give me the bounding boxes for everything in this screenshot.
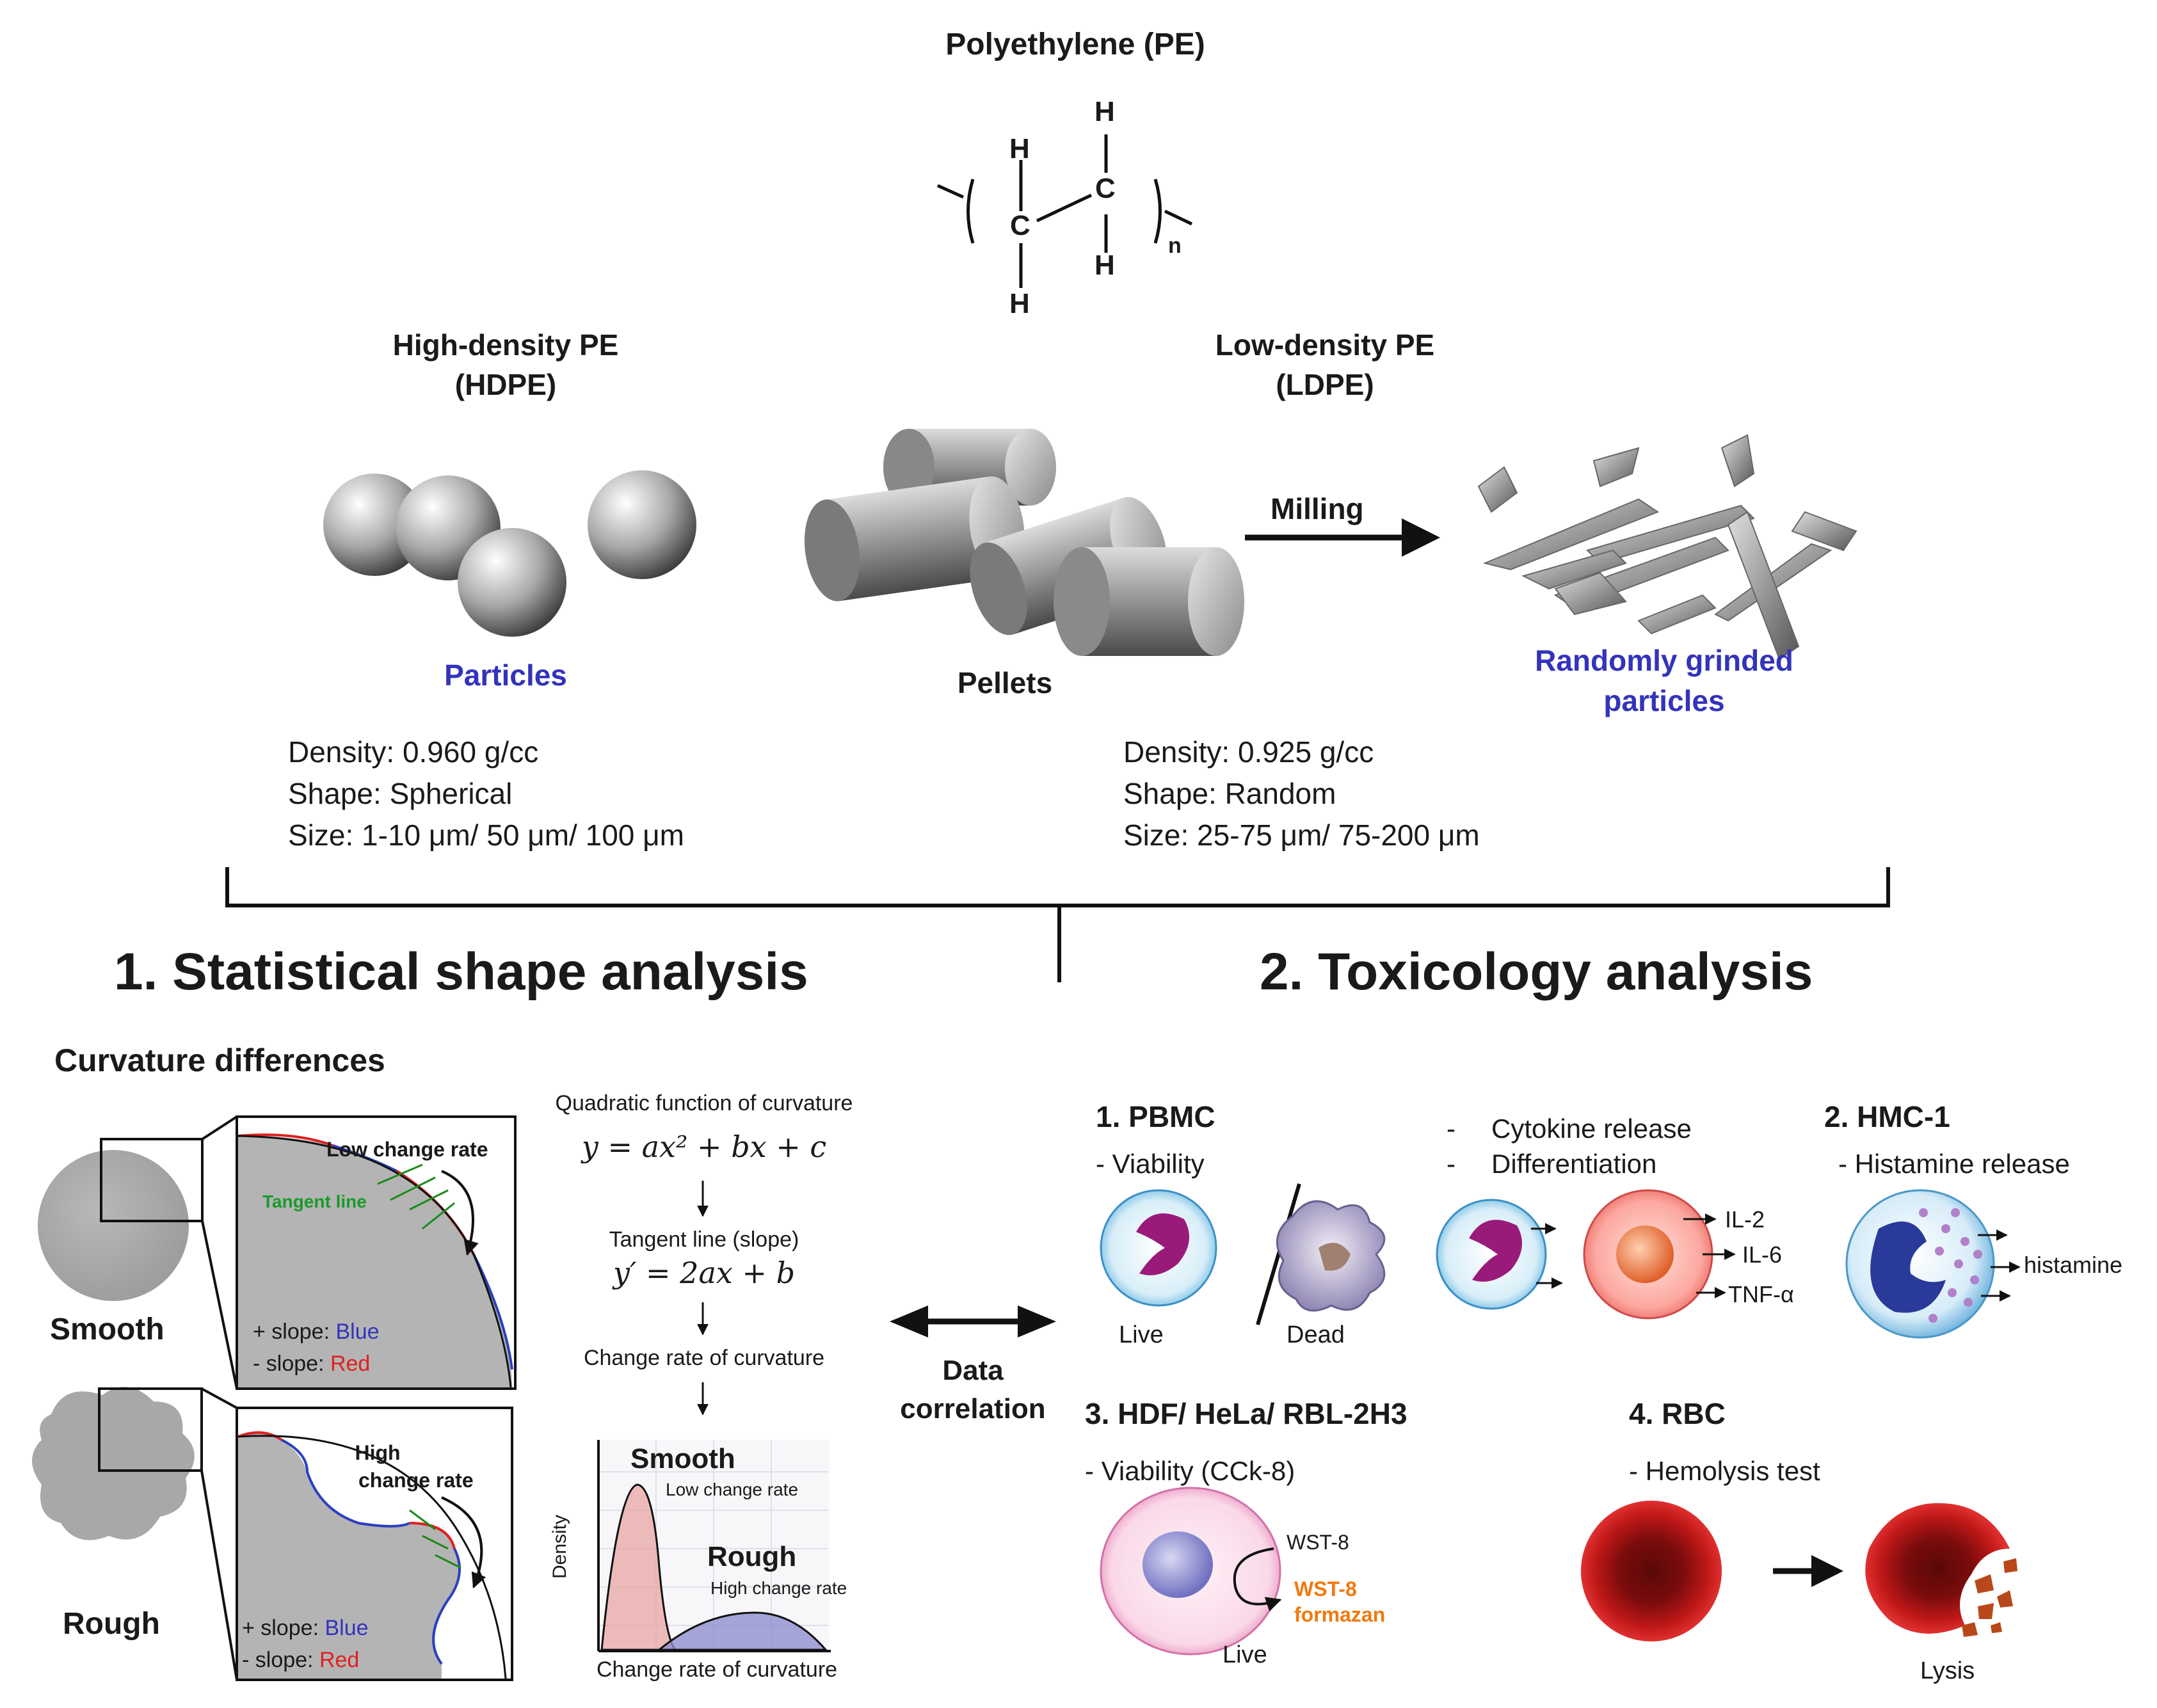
ldpe-shape: Shape: Random — [1123, 777, 1336, 810]
plot-smooth-sub: Low change rate — [666, 1480, 799, 1499]
tangent-equation: y′ = 2ax + b — [613, 1256, 796, 1290]
tangent-title: Tangent line (slope) — [609, 1227, 799, 1252]
plot-xlabel: Change rate of curvature — [596, 1657, 838, 1682]
rough-name: Rough — [63, 1607, 160, 1641]
bracket — [225, 867, 1890, 982]
plot-ylabel: Density — [549, 1514, 571, 1579]
cytokine-blue-cell — [1436, 1199, 1547, 1310]
hdpe-title-line2: (HDPE) — [454, 368, 557, 401]
differentiation-label: Differentiation — [1491, 1149, 1657, 1179]
rbc-title: 4. RBC — [1629, 1397, 1726, 1430]
hdpe-particles-label: Particles — [444, 658, 567, 692]
hdf-live-label: Live — [1223, 1641, 1267, 1668]
pellets-label: Pellets — [957, 666, 1053, 699]
rbc-test: - Hemolysis test — [1629, 1456, 1820, 1486]
formazan-label-line2: formazan — [1294, 1603, 1386, 1626]
density-plot — [597, 1440, 831, 1652]
section2-heading: 2. Toxicology analysis — [1260, 943, 1813, 1001]
plot-smooth-label: Smooth — [630, 1443, 735, 1474]
chem-c-left: C — [1010, 210, 1030, 241]
chem-h-bottom: H — [1009, 288, 1030, 319]
hdpe-shape: Shape: Spherical — [288, 777, 513, 810]
rough-rate-label-line2: change rate — [358, 1469, 474, 1492]
hmc-title: 2. HMC-1 — [1824, 1100, 1950, 1133]
hmc-release: - Histamine release — [1838, 1149, 2070, 1179]
pbmc-live-label: Live — [1119, 1321, 1164, 1348]
correlation-double-arrow — [890, 1305, 1056, 1337]
pbmc-title: 1. PBMC — [1096, 1100, 1215, 1133]
smooth-plus-color: Blue — [335, 1320, 380, 1344]
plot-rough-label: Rough — [707, 1541, 797, 1572]
curvature-subheading: Curvature differences — [54, 1042, 385, 1078]
rough-plus-slope: + slope: Blue — [242, 1616, 369, 1640]
rough-minus-slope: - slope: Red — [242, 1648, 360, 1672]
rough-density-curve — [656, 1611, 828, 1651]
chem-h-upper-left: H — [1009, 133, 1030, 164]
smooth-zoom — [236, 1115, 517, 1390]
rough-zoom — [236, 1407, 513, 1681]
change-rate-title: Change rate of curvature — [583, 1346, 825, 1370]
correlation-line2: correlation — [900, 1393, 1046, 1425]
hmc-cell — [1845, 1189, 1995, 1339]
rbc-lysed — [1865, 1503, 2017, 1637]
quad-title: Quadratic function of curvature — [555, 1091, 853, 1115]
smooth-circle — [38, 1150, 189, 1301]
correlation-line1: Data — [942, 1355, 1004, 1386]
cytokine-red-cell — [1583, 1189, 1713, 1320]
rough-plus-color: Blue — [325, 1616, 369, 1640]
pbmc-live-cell — [1100, 1189, 1217, 1307]
pellets-cylinders — [804, 429, 1244, 656]
figure-title: Polyethylene (PE) — [945, 28, 1205, 61]
rough-blob — [32, 1387, 195, 1540]
wst8-label: WST-8 — [1287, 1531, 1349, 1554]
chem-h-top: H — [1095, 96, 1115, 127]
chem-c-right: C — [1095, 173, 1116, 204]
hdf-title: 3. HDF/ HeLa/ RBL-2H3 — [1085, 1397, 1407, 1430]
rbc-intact — [1581, 1501, 1722, 1641]
hdpe-spheres — [323, 470, 696, 637]
smooth-minus-color: Red — [330, 1352, 371, 1376]
section1-heading: 1. Statistical shape analysis — [114, 943, 808, 1001]
smooth-density-curve — [600, 1483, 678, 1651]
milling-arrow — [1245, 518, 1440, 557]
cytokine-release-label: Cytokine release — [1491, 1113, 1692, 1144]
smooth-minus-slope: - slope: Red — [253, 1352, 371, 1376]
hdf-viability: - Viability (CCk-8) — [1085, 1456, 1295, 1486]
quad-equation: y = ax² + bx + c — [581, 1129, 827, 1164]
hdpe-title-line1: High-density PE — [392, 328, 619, 362]
smooth-plus-slope: + slope: Blue — [253, 1320, 380, 1344]
pbmc-dead-label: Dead — [1287, 1321, 1345, 1348]
hdpe-density: Density: 0.960 g/cc — [288, 735, 539, 769]
differentiation-dash: - — [1447, 1149, 1455, 1179]
smooth-name: Smooth — [50, 1313, 164, 1346]
smooth-tangent-label: Tangent line — [262, 1192, 367, 1211]
ldpe-flakes — [1477, 434, 1857, 660]
il2-label: IL-2 — [1725, 1206, 1765, 1233]
rough-minus-color: Red — [319, 1648, 360, 1672]
il6-label: IL-6 — [1742, 1241, 1783, 1268]
ldpe-label-line1: Randomly grinded — [1535, 644, 1793, 677]
chem-subscript-n: n — [1168, 234, 1182, 258]
tnf-label: TNF-α — [1728, 1281, 1794, 1307]
rough-rate-label-line1: High — [355, 1441, 401, 1464]
ldpe-title-line1: Low-density PE — [1215, 328, 1435, 362]
cytokine-dash: - — [1447, 1113, 1455, 1144]
formazan-label-line1: WST-8 — [1294, 1577, 1357, 1600]
hdpe-size: Size: 1-10 μm/ 50 μm/ 100 μm — [288, 818, 684, 852]
pbmc-viability: - Viability — [1096, 1149, 1205, 1179]
plot-rough-sub: High change rate — [710, 1578, 847, 1598]
ldpe-size: Size: 25-75 μm/ 75-200 μm — [1123, 818, 1480, 852]
hdf-cell — [1100, 1487, 1282, 1656]
ldpe-label-line2: particles — [1603, 684, 1725, 717]
lysis-label: Lysis — [1920, 1657, 1975, 1684]
pe-structure — [936, 134, 1193, 288]
histamine-label: histamine — [2024, 1252, 2123, 1278]
chem-h-lower-right: H — [1095, 250, 1115, 281]
ldpe-density: Density: 0.925 g/cc — [1123, 735, 1374, 769]
milling-label: Milling — [1271, 492, 1364, 525]
smooth-low-rate-label: Low change rate — [326, 1138, 488, 1161]
ldpe-title-line2: (LDPE) — [1276, 368, 1374, 401]
